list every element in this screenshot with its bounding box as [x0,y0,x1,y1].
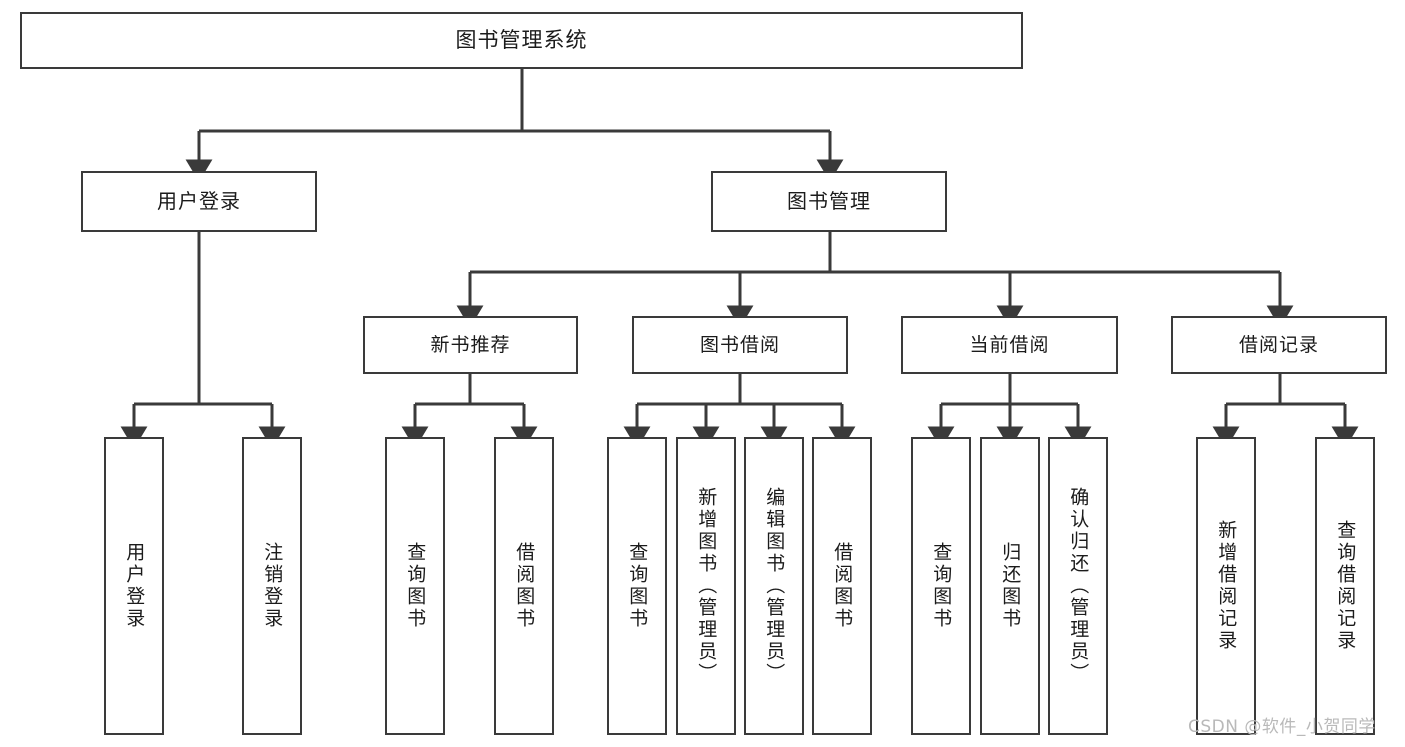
leaf-label: 归还图书 [999,542,1022,630]
leaf-book-borrow-edit[interactable]: 编辑图书（管理员） [744,437,804,735]
leaf-current-borrow-return[interactable]: 归还图书 [980,437,1040,735]
leaf-book-borrow-borrow[interactable]: 借阅图书 [812,437,872,735]
node-book-borrow-label: 图书借阅 [699,333,780,356]
leaf-label: 借阅图书 [831,542,854,630]
node-borrow-record-label: 借阅记录 [1238,333,1319,356]
leaf-label: 注销登录 [261,542,284,630]
leaf-book-borrow-add[interactable]: 新增图书（管理员） [676,437,736,735]
leaf-label: 编辑图书（管理员） [763,487,786,685]
node-new-book-recommend-label: 新书推荐 [430,333,511,356]
leaf-label: 查询图书 [404,542,427,630]
leaf-label: 用户登录 [123,542,146,630]
leaf-new-book-borrow[interactable]: 借阅图书 [494,437,554,735]
node-root-label: 图书管理系统 [455,28,588,53]
node-borrow-record[interactable]: 借阅记录 [1171,316,1387,374]
node-current-borrow[interactable]: 当前借阅 [901,316,1118,374]
leaf-borrow-record-add[interactable]: 新增借阅记录 [1196,437,1256,735]
node-user-login[interactable]: 用户登录 [81,171,317,232]
leaf-user-login-logout[interactable]: 注销登录 [242,437,302,735]
leaf-label: 查询图书 [626,542,649,630]
leaf-label: 新增图书（管理员） [695,487,718,685]
leaf-label: 借阅图书 [513,542,536,630]
node-book-management[interactable]: 图书管理 [711,171,947,232]
leaf-current-borrow-query[interactable]: 查询图书 [911,437,971,735]
node-current-borrow-label: 当前借阅 [969,333,1050,356]
leaf-label: 确认归还（管理员） [1067,487,1090,685]
leaf-user-login-login[interactable]: 用户登录 [104,437,164,735]
leaf-new-book-query[interactable]: 查询图书 [385,437,445,735]
node-root[interactable]: 图书管理系统 [20,12,1023,69]
leaf-current-borrow-confirm-return[interactable]: 确认归还（管理员） [1048,437,1108,735]
watermark-text: CSDN @软件_小贺同学 [1188,717,1376,737]
leaf-label: 新增借阅记录 [1215,520,1238,652]
node-new-book-recommend[interactable]: 新书推荐 [363,316,578,374]
node-book-borrow[interactable]: 图书借阅 [632,316,848,374]
leaf-label: 查询图书 [930,542,953,630]
leaf-label: 查询借阅记录 [1334,520,1357,652]
leaf-book-borrow-query[interactable]: 查询图书 [607,437,667,735]
leaf-borrow-record-query[interactable]: 查询借阅记录 [1315,437,1375,735]
node-book-management-label: 图书管理 [787,188,871,213]
node-user-login-label: 用户登录 [157,188,241,213]
